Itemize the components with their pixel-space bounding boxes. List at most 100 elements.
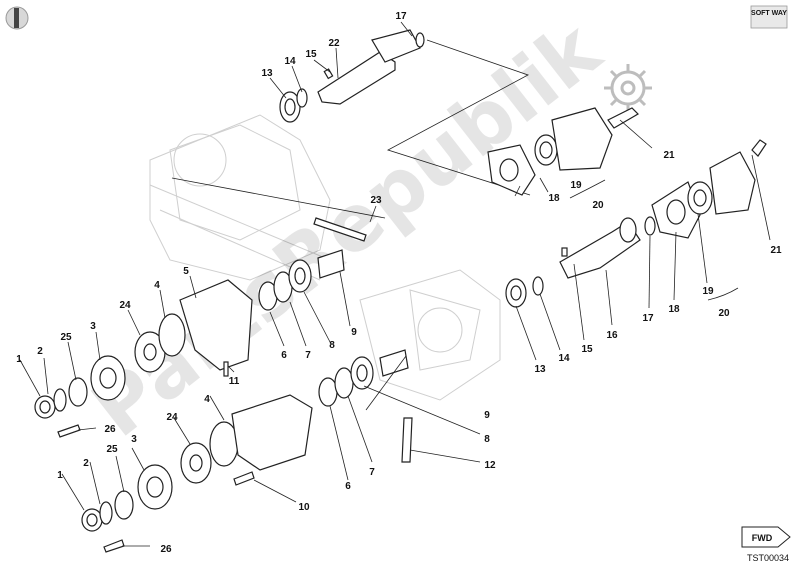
callout-14-top: 14 [284, 56, 296, 67]
ring-14-top[interactable] [296, 88, 308, 108]
callout-15-top: 15 [305, 49, 317, 60]
bolt-21-lower[interactable] [751, 139, 767, 157]
callout-18-lower: 18 [668, 304, 680, 315]
callout-23: 23 [370, 195, 382, 206]
callout-25-lower: 25 [106, 444, 118, 455]
assembly-outline-top [171, 39, 531, 219]
bearing-8-lower[interactable] [350, 356, 374, 390]
callout-2-upper: 2 [37, 346, 43, 357]
callout-12: 12 [484, 460, 496, 471]
pin-15-lower[interactable] [561, 247, 568, 257]
callout-6-lower: 6 [345, 481, 351, 492]
callout-22: 22 [328, 38, 340, 49]
washer-2-upper[interactable] [53, 388, 67, 412]
circlip-25-lower[interactable] [114, 490, 134, 520]
callout-15-lower: 15 [581, 344, 593, 355]
callout-25-upper: 25 [60, 332, 72, 343]
bearing-set-upper [258, 249, 345, 311]
ring-7-lower[interactable] [334, 367, 354, 399]
callout-17-lower: 17 [642, 313, 654, 324]
ring-6-lower[interactable] [318, 377, 338, 407]
gear-3-lower[interactable] [137, 464, 173, 510]
callout-3-upper: 3 [90, 321, 96, 332]
callout-9-upper: 9 [351, 327, 357, 338]
cover-5[interactable] [179, 279, 253, 371]
callout-10: 10 [298, 502, 310, 513]
callout-1-upper: 1 [16, 354, 22, 365]
callout-26-upper: 26 [104, 424, 116, 435]
bearing-13-lower[interactable] [505, 278, 527, 308]
callout-5: 5 [183, 266, 189, 277]
sleeve-9-lower[interactable] [379, 349, 409, 377]
callout-13-lower: 13 [534, 364, 546, 375]
callout-14-lower: 14 [558, 353, 570, 364]
pin-11[interactable] [223, 361, 229, 377]
pin-15-top[interactable] [323, 68, 334, 80]
bearing-19-lower[interactable] [687, 181, 713, 215]
hub-24-lower[interactable] [180, 442, 212, 484]
callout-8-upper: 8 [329, 340, 335, 351]
circlip-25-upper[interactable] [68, 377, 88, 407]
fwd-label: FWD [752, 533, 773, 543]
bearing-set-lower [318, 349, 409, 407]
info-circle-icon[interactable] [5, 6, 29, 30]
callout-8-lower: 8 [484, 434, 490, 445]
callout-1-lower: 1 [57, 470, 63, 481]
pin-23[interactable] [313, 217, 367, 242]
pin-12[interactable] [401, 417, 413, 463]
bolt-21-upper[interactable] [607, 107, 639, 129]
hub-24-upper[interactable] [134, 331, 166, 373]
brand-badge-text: SOFT WAY [751, 10, 787, 17]
callout-20-lower: 20 [718, 308, 730, 319]
sleeve-9-upper[interactable] [317, 249, 345, 279]
callout-19-lower: 19 [702, 286, 714, 297]
callout-7-upper: 7 [305, 350, 311, 361]
flange-assembly-lower [505, 139, 767, 308]
callout-19-upper: 19 [570, 180, 582, 191]
housing-10[interactable] [231, 394, 313, 471]
leader-lines [19, 21, 771, 547]
bolt-26-upper[interactable] [57, 424, 81, 438]
pump-row-upper [34, 279, 253, 438]
cap-nut-1-lower[interactable] [81, 508, 103, 532]
fwd-arrow-icon: FWD [741, 526, 791, 548]
bearing-13-top[interactable] [279, 91, 301, 123]
callout-3-lower: 3 [131, 434, 137, 445]
callout-16: 16 [606, 330, 618, 341]
housing-20-lower[interactable] [709, 151, 756, 215]
callout-20-upper: 20 [592, 200, 604, 211]
washer-17-top[interactable] [415, 32, 425, 48]
callout-4-upper: 4 [154, 280, 160, 291]
callout-17-top: 17 [395, 11, 407, 22]
soft-way-badge: SOFT WAY [750, 5, 788, 29]
pump-row-lower [81, 394, 313, 553]
housing-20-upper[interactable] [551, 107, 613, 171]
bearing-19-upper[interactable] [534, 134, 558, 166]
callout-4-lower: 4 [204, 394, 210, 405]
washer-17-lower[interactable] [644, 216, 656, 236]
washer-2-lower[interactable] [99, 501, 113, 525]
gear-watermark-icon [604, 64, 652, 112]
callout-21-upper: 21 [663, 150, 675, 161]
ring-14-lower[interactable] [532, 276, 544, 296]
callout-24-lower: 24 [166, 412, 178, 423]
shaft-16[interactable] [559, 221, 641, 279]
bolt-26-lower[interactable] [103, 539, 125, 553]
gear-3-upper[interactable] [90, 355, 126, 401]
callout-9-lower: 9 [484, 410, 490, 421]
bearing-8-upper[interactable] [288, 259, 312, 293]
callout-11: 11 [229, 376, 240, 387]
cap-nut-1-upper[interactable] [34, 395, 56, 419]
callout-21-lower: 21 [770, 245, 782, 256]
bolt-10[interactable] [233, 471, 255, 486]
diagram-code: TST00034 [747, 553, 789, 563]
callout-24-upper: 24 [119, 300, 131, 311]
flange-assembly-upper [487, 107, 639, 196]
callout-13-top: 13 [261, 68, 273, 79]
seal-4-upper[interactable] [158, 313, 186, 357]
top-shaft-assembly [279, 29, 425, 123]
callout-6-upper: 6 [281, 350, 287, 361]
callout-18-upper: 18 [548, 193, 560, 204]
callout-26-lower: 26 [160, 544, 172, 555]
